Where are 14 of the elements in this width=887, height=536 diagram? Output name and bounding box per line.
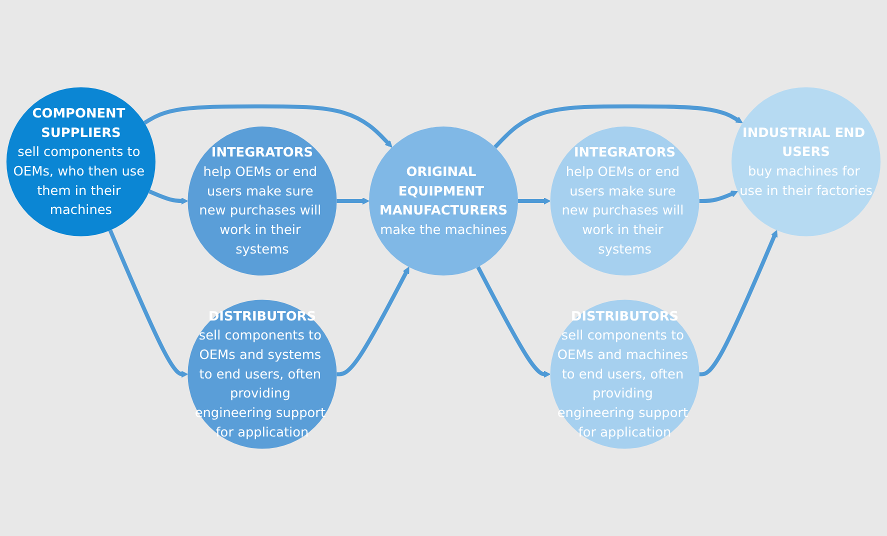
arrow xyxy=(144,104,392,148)
node-circle: COMPONENT SUPPLIERS sell components to OEMs, who then use them in their machines xyxy=(6,87,156,236)
node-circle: INTEGRATORS help OEMs or end users make sure new purchases will work in their systems xyxy=(188,126,337,276)
arrow xyxy=(494,104,743,149)
arrow xyxy=(148,190,188,205)
arrow xyxy=(108,230,188,378)
node-circle: ORIGINAL EQUIPMENT MANUFACTURERS make the machines xyxy=(368,126,518,276)
arrow xyxy=(518,197,551,205)
arrow xyxy=(336,266,410,376)
node-circle: INTEGRATORS help OEMs or end users make sure new purchases will work in their systems xyxy=(550,126,700,276)
arrow xyxy=(699,190,738,204)
arrow xyxy=(476,266,551,378)
arrow xyxy=(336,197,370,205)
node-circle: INDUSTRIAL END USERS buy machines for use in their factories xyxy=(732,87,881,236)
